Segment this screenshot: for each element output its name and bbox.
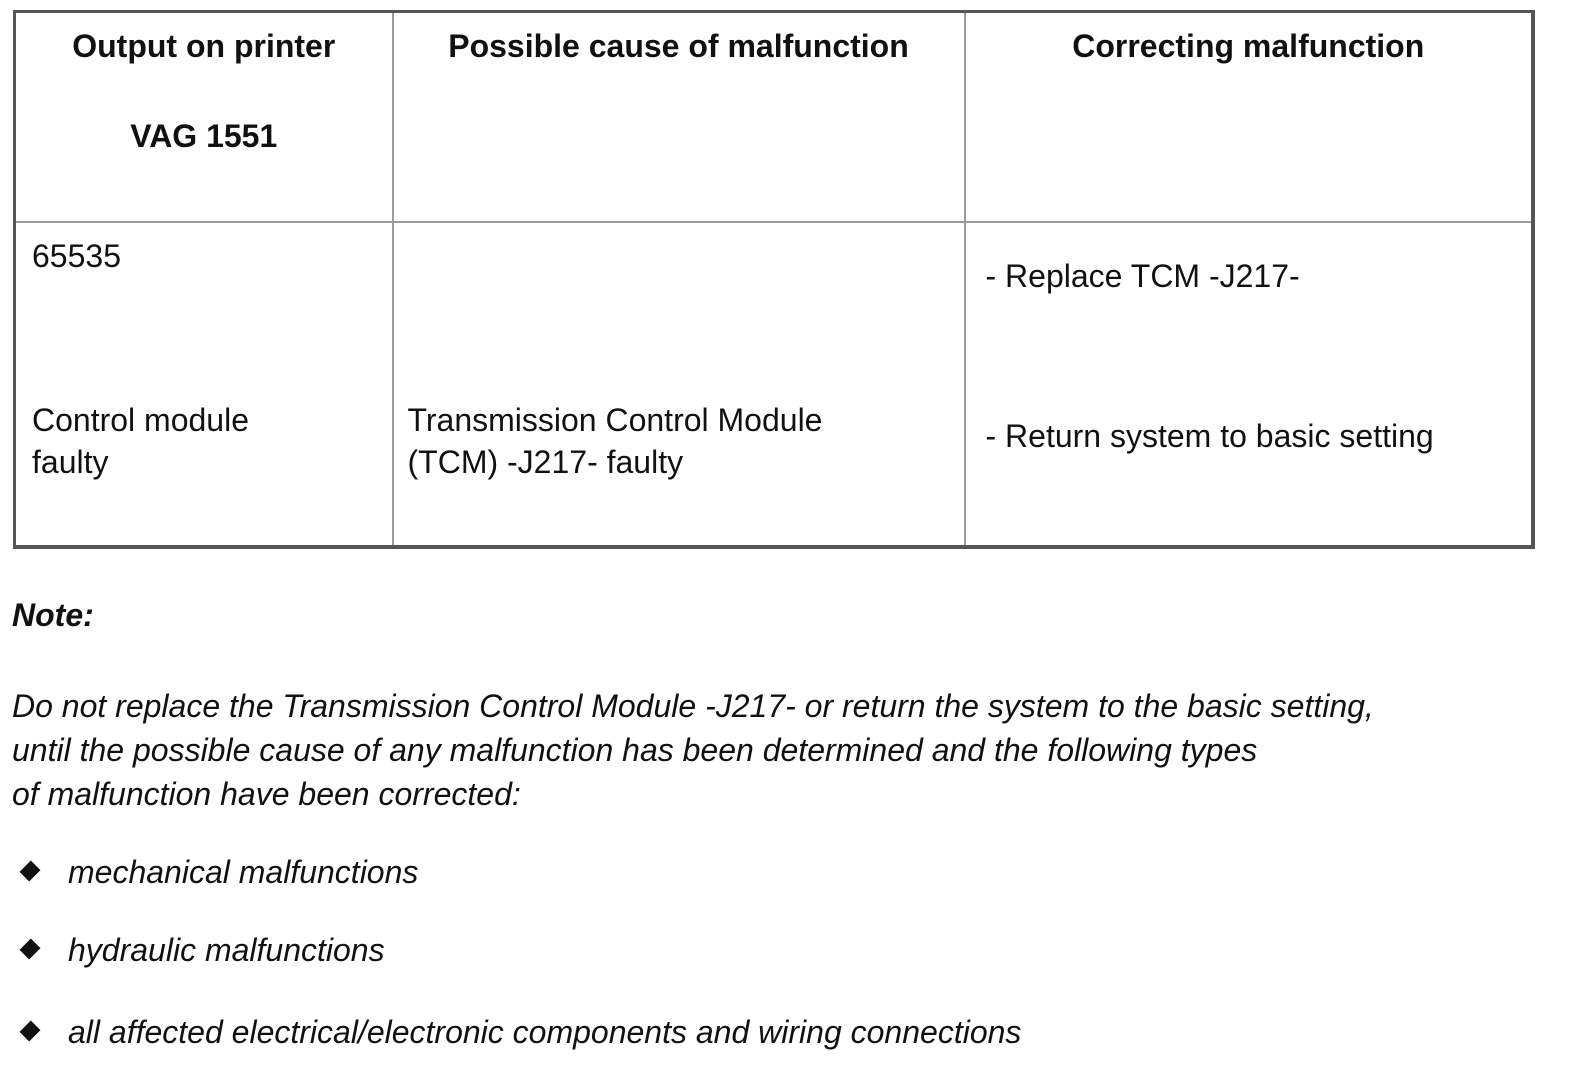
list-item-text: all affected electrical/electronic compo…: [68, 1014, 1022, 1050]
cell-correction: - Replace TCM -J217- - Return system to …: [963, 221, 1534, 548]
list-item: mechanical malfunctions: [19, 852, 1021, 892]
list-item: all affected electrical/electronic compo…: [19, 1012, 1022, 1052]
fault-cause-line: Transmission Control Module: [407, 402, 823, 438]
fault-cause: Transmission Control Module (TCM) -J217-…: [408, 399, 958, 483]
diamond-bullet-icon: [19, 1020, 41, 1042]
header-possible-cause: Possible cause of malfunction: [391, 10, 966, 223]
fault-code: 65535: [32, 238, 121, 274]
note-line: Do not replace the Transmission Control …: [12, 688, 1374, 724]
diamond-bullet-icon: [19, 938, 41, 960]
fault-cause-line: (TCM) -J217- faulty: [407, 444, 684, 480]
diamond-bullet-icon: [19, 860, 41, 882]
fault-description: Control module faulty: [32, 399, 382, 483]
header-correcting-malfunction: Correcting malfunction: [963, 10, 1534, 223]
header-output-label: Output on printer: [72, 28, 336, 64]
fault-description-line: Control module: [32, 402, 249, 438]
fault-description-line: faulty: [32, 444, 109, 480]
note-line: of malfunction have been corrected:: [12, 776, 521, 812]
cell-output: 65535 Control module faulty: [13, 221, 394, 548]
note-body: Do not replace the Transmission Control …: [12, 684, 1552, 816]
header-output-on-printer: Output on printer VAG 1551: [13, 10, 394, 223]
table-header-row: Output on printer VAG 1551 Possible caus…: [13, 10, 1534, 223]
header-correcting-label: Correcting malfunction: [1072, 28, 1425, 64]
malfunction-type-list: mechanical malfunctions hydraulic malfun…: [19, 852, 1022, 1090]
header-cause-label: Possible cause of malfunction: [448, 28, 909, 64]
correction-step-replace: - Replace TCM -J217-: [985, 258, 1300, 294]
list-item-text: hydraulic malfunctions: [68, 932, 385, 968]
list-item-text: mechanical malfunctions: [68, 854, 419, 890]
note-line: until the possible cause of any malfunct…: [12, 732, 1258, 768]
header-vag-label: VAG 1551: [130, 118, 278, 154]
table-row: 65535 Control module faulty Transmission…: [13, 221, 1534, 548]
malfunction-table: Output on printer VAG 1551 Possible caus…: [13, 10, 1535, 549]
list-item: hydraulic malfunctions: [19, 930, 1021, 970]
correction-step-basic-setting: - Return system to basic setting: [985, 418, 1434, 454]
note-title: Note:: [12, 597, 94, 633]
cell-cause: Transmission Control Module (TCM) -J217-…: [391, 221, 966, 548]
